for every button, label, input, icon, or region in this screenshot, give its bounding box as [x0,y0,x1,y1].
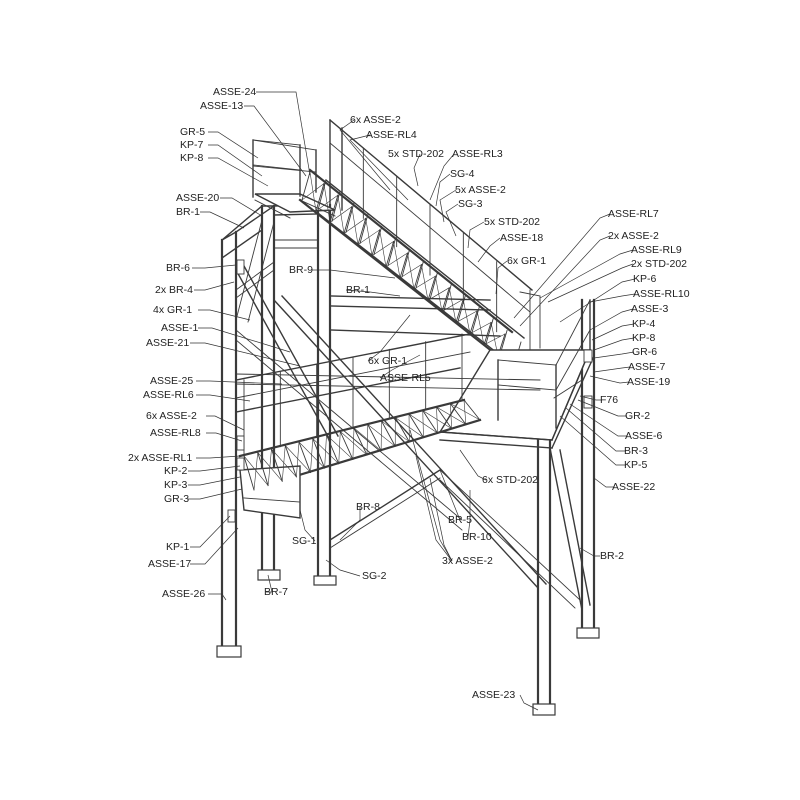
label-asse-rl9: ASSE-RL9 [631,244,682,256]
label-br-9: BR-9 [289,264,313,276]
label-f76: F76 [600,394,618,406]
label-gr-2: GR-2 [625,410,650,422]
label-2x-asse-rl1: 2x ASSE-RL1 [128,452,192,464]
label-br-5: BR-5 [448,514,472,526]
label-asse-rl4: ASSE-RL4 [366,129,417,141]
left-front-column [216,230,242,658]
label-kp-5: KP-5 [624,459,648,471]
label-sg-3: SG-3 [458,198,483,210]
label-6x-gr-1-mid: 6x GR-1 [368,355,407,367]
label-asse-22: ASSE-22 [612,481,655,493]
lower-stair-treads [243,399,481,491]
label-asse-1: ASSE-1 [161,322,199,334]
label-sg-2: SG-2 [362,570,387,582]
label-asse-6: ASSE-6 [625,430,663,442]
label-6x-std-202-low: 6x STD-202 [482,474,538,486]
leader-lines [188,91,636,711]
label-asse-20: ASSE-20 [176,192,219,204]
label-4x-gr-1: 4x GR-1 [153,304,192,316]
label-br-6: BR-6 [166,262,190,274]
label-br-3: BR-3 [624,445,648,457]
label-5x-std-202-top: 5x STD-202 [388,148,444,160]
label-gr-3: GR-3 [164,493,189,505]
label-asse-21: ASSE-21 [146,337,189,349]
label-br-2: BR-2 [600,550,624,562]
label-asse-rl3: ASSE-RL3 [452,148,503,160]
label-sg-4: SG-4 [450,168,475,180]
diagonal-braces [235,219,591,611]
label-2x-std-202: 2x STD-202 [631,258,687,270]
label-asse-rl6: ASSE-RL6 [143,389,194,401]
label-kp-2: KP-2 [164,465,188,477]
label-2x-br-4: 2x BR-4 [155,284,193,296]
label-asse-24: ASSE-24 [213,86,256,98]
label-3x-asse-2: 3x ASSE-2 [442,555,493,567]
upper-stair-treads [301,171,522,367]
structure-drawing [216,119,600,716]
label-asse-3: ASSE-3 [631,303,669,315]
label-kp-1: KP-1 [166,541,190,553]
label-br-8: BR-8 [356,501,380,513]
label-6x-gr-1-right: 6x GR-1 [507,255,546,267]
label-br-1-mid: BR-1 [346,284,370,296]
label-6x-asse-2-left: 6x ASSE-2 [146,410,197,422]
label-gr-5: GR-5 [180,126,205,138]
label-asse-26: ASSE-26 [162,588,205,600]
label-sg-1: SG-1 [292,535,317,547]
label-5x-asse-2: 5x ASSE-2 [455,184,506,196]
part-labels: ASSE-24 ASSE-13 GR-5 KP-7 KP-8 ASSE-20 B… [128,86,690,701]
right-front-column [532,438,556,716]
label-br-10: BR-10 [462,531,492,543]
label-5x-std-202-mid: 5x STD-202 [484,216,540,228]
label-kp-7: KP-7 [180,139,204,151]
label-asse-19: ASSE-19 [627,376,670,388]
label-asse-rl10: ASSE-RL10 [633,288,690,300]
label-asse-25: ASSE-25 [150,375,193,387]
label-asse-13: ASSE-13 [200,100,243,112]
label-2x-asse-2: 2x ASSE-2 [608,230,659,242]
label-kp-4: KP-4 [632,318,656,330]
lower-stair-flight [235,333,482,519]
upper-stair-flight [298,119,533,364]
label-gr-6: GR-6 [632,346,657,358]
label-asse-23: ASSE-23 [472,689,515,701]
label-br-7: BR-7 [264,586,288,598]
label-kp-8-top: KP-8 [180,152,204,164]
horizontal-beams [235,239,541,391]
top-landing [252,139,336,219]
label-6x-asse-2-top: 6x ASSE-2 [350,114,401,126]
label-kp-6: KP-6 [633,273,657,285]
label-kp-3: KP-3 [164,479,188,491]
label-asse-rl5: ASSE-RL5 [380,372,431,384]
label-kp-8-right: KP-8 [632,332,656,344]
middle-rear-column [313,203,337,586]
label-asse-7: ASSE-7 [628,361,666,373]
label-asse-17: ASSE-17 [148,558,191,570]
lower-rail-posts [243,333,463,457]
label-asse-rl8: ASSE-RL8 [150,427,201,439]
label-asse-rl7: ASSE-RL7 [608,208,659,220]
connection-plates [227,259,593,523]
label-asse-18: ASSE-18 [500,232,543,244]
label-br-1-left: BR-1 [176,206,200,218]
